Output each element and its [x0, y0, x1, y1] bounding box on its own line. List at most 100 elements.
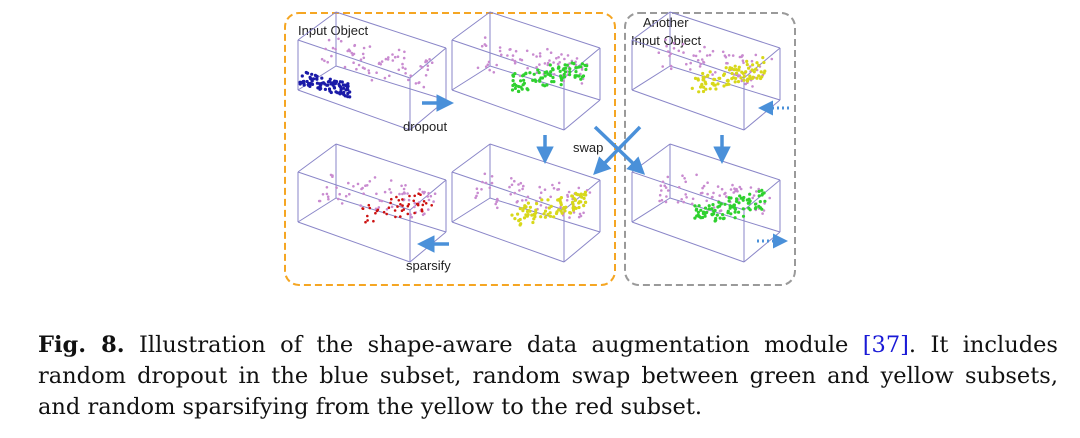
box-edge — [631, 65, 671, 91]
box-edge — [489, 65, 601, 101]
swap-label: swap — [573, 140, 603, 155]
yellow-subset-point — [559, 196, 564, 200]
panel-after-sparsify — [297, 143, 447, 263]
background-point — [521, 199, 524, 202]
green-subset-point — [763, 199, 767, 203]
background-point — [402, 56, 406, 60]
background-point — [689, 68, 692, 71]
background-point — [544, 206, 548, 209]
blue-subset-point — [344, 88, 348, 92]
background-point — [401, 62, 404, 66]
background-point — [725, 195, 728, 198]
background-point — [357, 63, 361, 67]
background-point — [666, 50, 670, 53]
background-point — [718, 194, 721, 197]
yellow-subset-point — [697, 90, 701, 94]
box-edge — [631, 197, 671, 223]
blue-subset-point — [302, 79, 306, 83]
background-point — [695, 173, 698, 177]
background-point — [526, 66, 529, 70]
background-point — [483, 172, 487, 176]
green-subset-point — [717, 200, 721, 204]
green-subset-point — [760, 188, 764, 192]
background-point — [424, 74, 428, 77]
blue-subset-point — [313, 73, 317, 77]
background-point — [579, 214, 583, 218]
background-point — [663, 184, 666, 187]
yellow-subset-point — [751, 63, 755, 67]
background-point — [407, 198, 411, 202]
background-point — [331, 175, 334, 178]
green-subset-point — [551, 68, 555, 72]
green-subset-point — [712, 212, 716, 216]
swap-arrow-b — [593, 125, 642, 176]
red-subset-point — [430, 204, 434, 207]
background-point — [426, 68, 430, 71]
yellow-subset-point — [737, 65, 741, 69]
green-subset-point — [713, 208, 717, 213]
yellow-subset-point — [578, 200, 582, 204]
green-subset-point — [541, 83, 545, 87]
background-point — [585, 189, 589, 192]
red-subset-point — [413, 211, 416, 215]
yellow-subset-point — [744, 70, 748, 74]
background-point — [754, 53, 758, 57]
background-point — [723, 192, 726, 196]
blue-subset-point — [341, 91, 345, 95]
background-point — [560, 53, 563, 56]
background-point — [521, 187, 524, 191]
background-point — [742, 61, 745, 65]
background-point — [480, 188, 483, 191]
blue-subset-point — [332, 86, 337, 90]
green-subset-point — [748, 208, 752, 212]
background-point — [492, 71, 496, 74]
yellow-subset-point — [745, 59, 749, 64]
yellow-subset-point — [552, 215, 556, 219]
red-subset-point — [361, 207, 365, 210]
background-point — [522, 184, 525, 188]
green-subset-point — [579, 77, 583, 81]
yellow-subset-point — [526, 213, 530, 217]
background-point — [556, 188, 559, 191]
background-point — [339, 39, 343, 43]
box-edge — [335, 65, 447, 101]
green-subset-point — [746, 201, 750, 205]
red-subset-point — [395, 195, 398, 199]
background-point — [738, 74, 741, 77]
background-point — [486, 63, 490, 66]
box-edge — [631, 11, 671, 41]
background-point — [347, 181, 350, 185]
blue-subset-point — [346, 91, 350, 96]
background-point — [383, 190, 387, 194]
background-point — [517, 183, 520, 186]
yellow-subset-point — [540, 198, 544, 202]
yellow-subset-point — [725, 83, 729, 87]
green-subset-point — [721, 217, 726, 221]
background-point — [391, 53, 394, 56]
green-subset-point — [511, 83, 515, 88]
background-point — [385, 208, 389, 211]
yellow-subset-point — [534, 211, 538, 215]
background-point — [575, 57, 579, 60]
green-subset-point — [757, 204, 761, 208]
red-subset-point — [412, 199, 416, 203]
yellow-subset-point — [702, 78, 706, 82]
citation-link[interactable]: [37] — [862, 332, 909, 358]
green-subset-point — [531, 78, 535, 82]
yellow-subset-point — [563, 209, 567, 213]
red-subset-point — [368, 206, 372, 210]
background-point — [404, 67, 407, 71]
background-point — [403, 50, 406, 54]
yellow-subset-point — [521, 209, 525, 213]
yellow-subset-point — [714, 87, 718, 91]
background-point — [682, 200, 685, 204]
yellow-subset-point — [548, 211, 552, 215]
background-point — [666, 175, 670, 179]
background-point — [712, 206, 716, 209]
green-subset-point — [707, 207, 711, 211]
background-point — [495, 63, 499, 67]
yellow-subset-point — [574, 206, 578, 210]
yellow-subset-point — [761, 56, 765, 60]
box-edge — [563, 99, 601, 131]
yellow-subset-point — [531, 220, 535, 225]
